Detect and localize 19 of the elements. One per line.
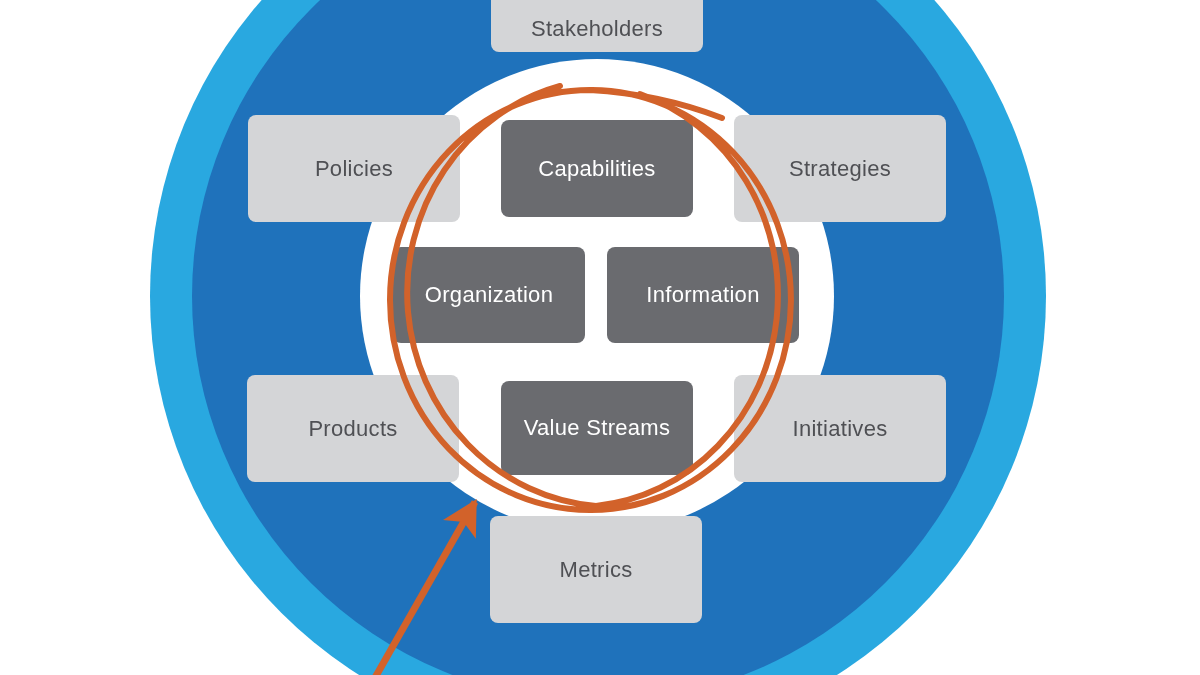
box-label: Policies: [314, 154, 394, 183]
box-label: Metrics: [559, 555, 633, 584]
box-label: Information: [646, 281, 760, 309]
box-label: Value Streams: [523, 414, 671, 442]
box-label: Organization: [424, 281, 554, 309]
outer-box: [248, 115, 460, 222]
outer-box: [247, 375, 459, 482]
core-box: [607, 247, 799, 343]
box-label: Strategies: [788, 154, 892, 183]
core-box: [501, 120, 693, 217]
box-label: Initiatives: [792, 414, 888, 443]
core-box: [393, 247, 585, 343]
box-label: Stakeholders: [531, 15, 663, 43]
outer-box: [490, 516, 702, 623]
core-box: [501, 381, 693, 475]
box-label: Capabilities: [538, 154, 656, 183]
box-label: Products: [308, 414, 398, 443]
outer-box: [734, 375, 946, 482]
outer-box: [734, 115, 946, 222]
